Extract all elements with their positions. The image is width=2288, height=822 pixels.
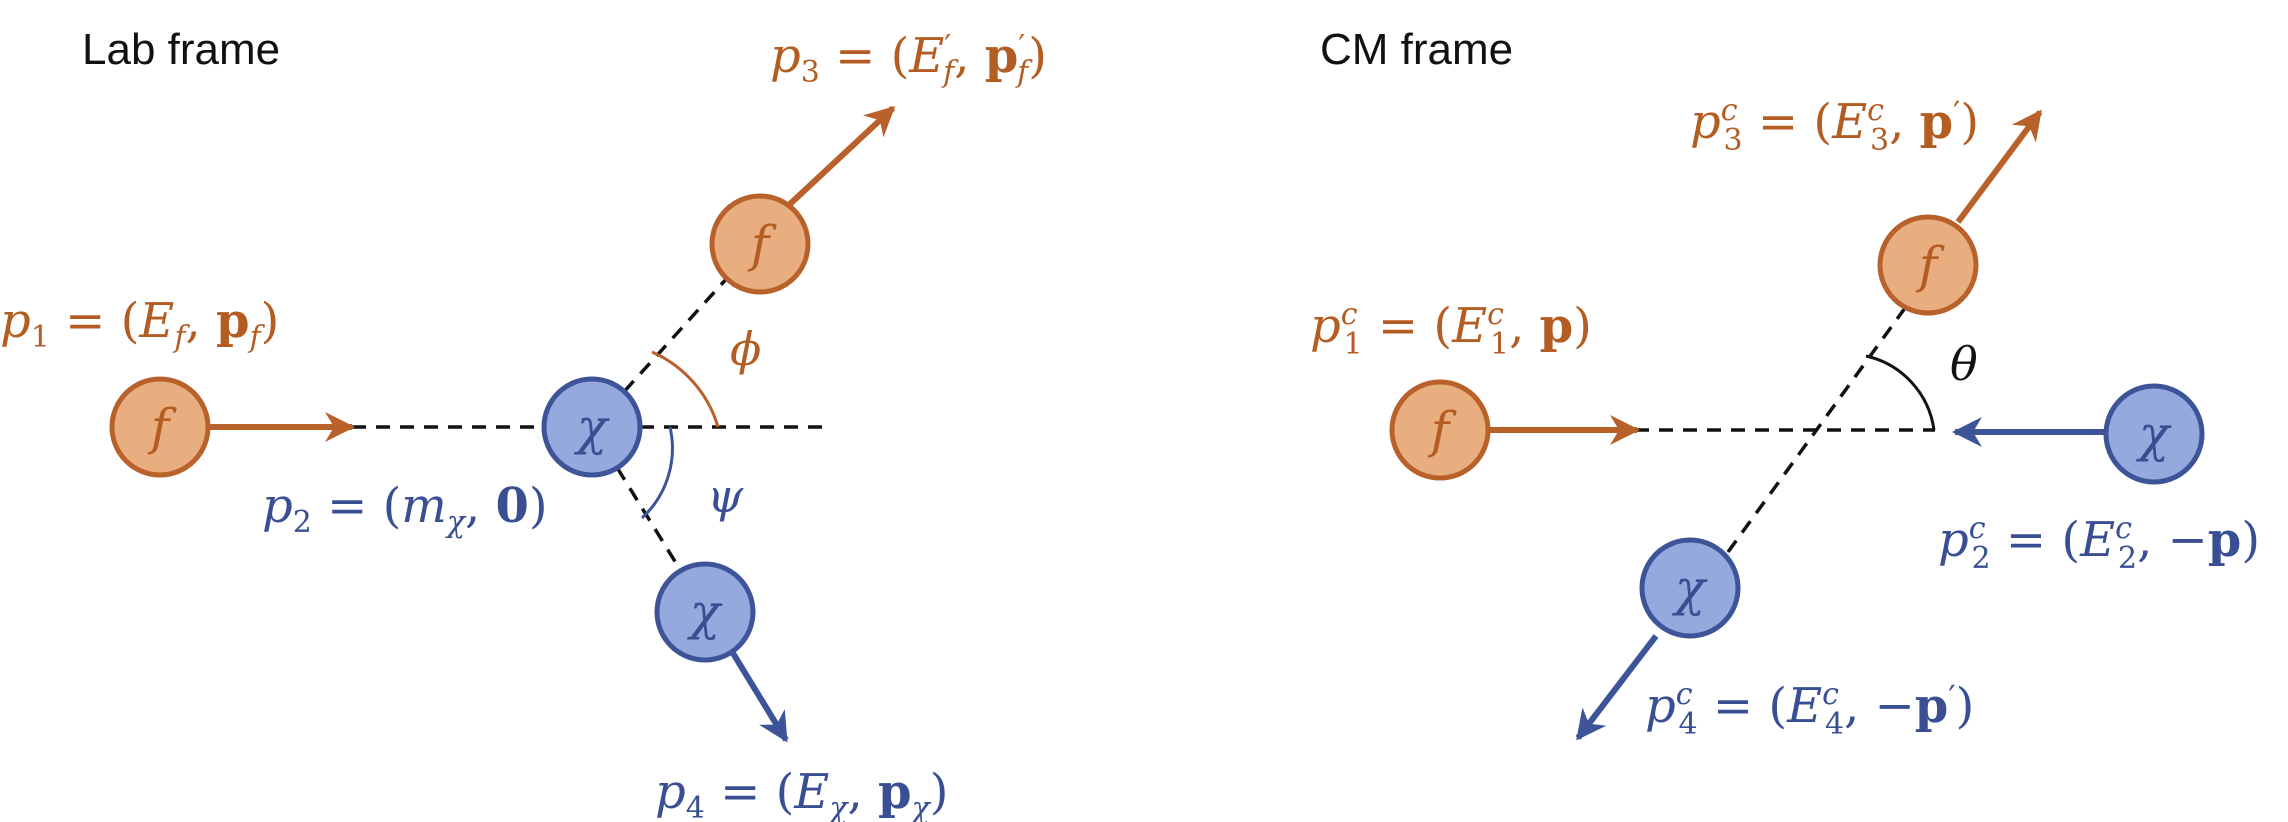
lab-p4-label: p4 = (Eχ, pχ) [655,764,949,822]
lab-outgoing-chi-label: χ [687,583,723,641]
cm-incoming-f-particle [1389,379,1491,481]
cm-outgoing-chi-particle [1639,537,1741,639]
lab-p1-label: p1 = (Ef, pf) [0,293,279,355]
lab-outgoing-f-particle [709,193,811,295]
lab-incoming-f-particle [109,376,211,478]
lab-p2-label: p2 = (mχ, 0) [262,478,548,540]
cm-outgoing-f-arrow [1955,109,2043,224]
lab-phi-label: ϕ [730,322,761,376]
cm-theta-arc [1865,354,1936,431]
lab-frame-title: Lab frame [82,25,280,74]
cm-outgoing-chi-label: χ [1672,559,1708,617]
lab-psi-arc [640,426,674,520]
lab-target-chi-particle [541,376,643,478]
cm-incoming-chi-label: χ [2136,405,2172,463]
lab-frame-panel: Lab frame f χ f χ ϕ ψ p1 = (Ef, pf) p2 =… [0,25,1047,822]
lab-p3-label: p3 = (E′f, p′f) [770,28,1047,90]
lab-target-chi-label: χ [574,398,610,456]
lab-outgoing-chi-arrow [725,643,789,743]
cm-outgoing-chi-arrow [1575,634,1659,741]
lab-phi-arc [651,350,720,428]
lab-outgoing-f-arrow [787,105,896,207]
cm-incoming-chi-particle [2103,383,2205,485]
lab-psi-label: ψ [707,469,744,523]
cm-theta-label: θ [1950,337,1978,391]
lab-outgoing-chi-particle [654,561,756,663]
cm-diagonal-dashed-line [1726,306,1907,554]
cm-frame-title: CM frame [1320,25,1513,74]
cm-outgoing-f-particle [1877,214,1979,316]
